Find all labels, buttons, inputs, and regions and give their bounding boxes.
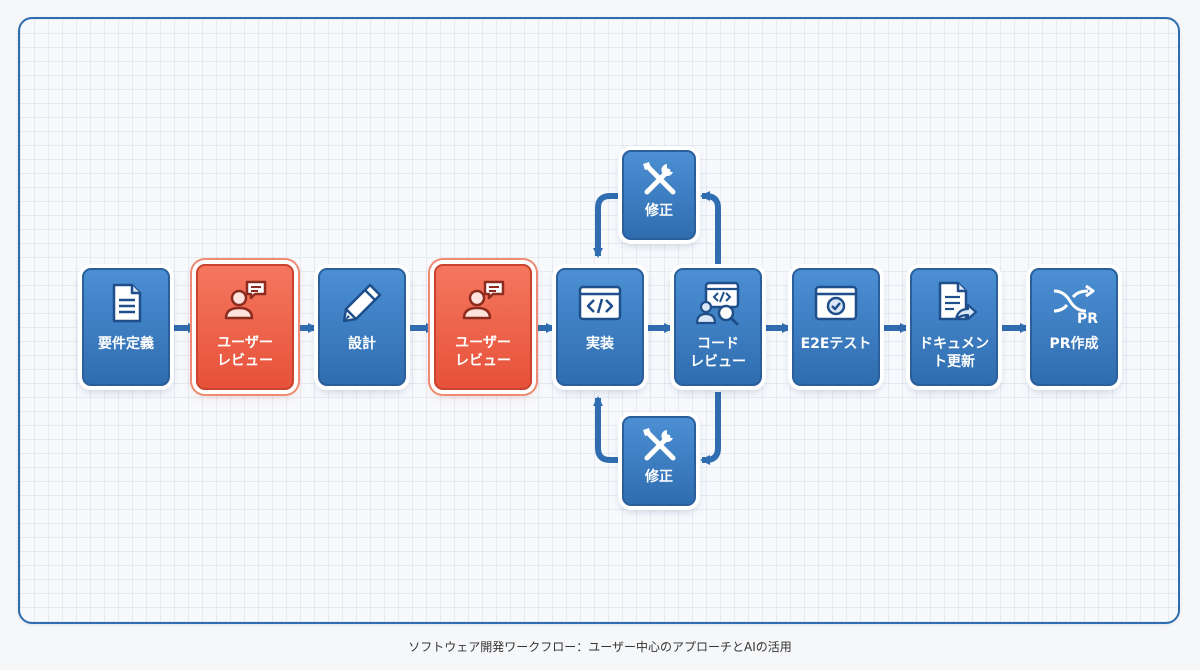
node-label: 修正 [645,203,673,219]
node-label: 設計 [348,336,376,352]
node-label: 修正 [645,469,673,485]
code-window-icon [576,279,624,327]
pencil-icon [338,279,386,327]
document-share-icon [930,279,978,327]
node-label: E2Eテスト [800,336,872,352]
node-user-review-2: ユーザー レビュー [434,264,532,390]
user-chat-icon [459,278,507,326]
node-label: ユーザー レビュー [217,335,273,369]
document-icon [102,279,150,327]
svg-text:PR: PR [1077,311,1098,327]
node-implementation: 実装 [556,268,644,386]
node-label: ドキュメン ト更新 [919,336,989,370]
pr-merge-icon: PR [1050,279,1098,327]
check-window-icon [812,279,860,327]
tools-icon [639,160,679,200]
node-label: ユーザー レビュー [455,335,511,369]
node-label: 実装 [586,336,614,352]
node-e2e-test: E2Eテスト [792,268,880,386]
user-chat-icon [221,278,269,326]
tools-icon [639,426,679,466]
node-doc-update: ドキュメン ト更新 [910,268,998,386]
node-fix-bottom: 修正 [622,416,696,506]
node-label: 要件定義 [98,336,154,352]
node-requirements: 要件定義 [82,268,170,386]
node-fix-top: 修正 [622,150,696,240]
node-user-review-1: ユーザー レビュー [196,264,294,390]
node-pr-create: PR PR作成 [1030,268,1118,386]
node-label: コード レビュー [690,336,746,370]
node-design: 設計 [318,268,406,386]
diagram-caption: ソフトウェア開発ワークフロー：ユーザー中心のアプローチとAIの活用 [408,640,792,654]
code-review-icon [694,279,742,327]
node-label: PR作成 [1049,336,1099,352]
node-code-review: コード レビュー [674,268,762,386]
